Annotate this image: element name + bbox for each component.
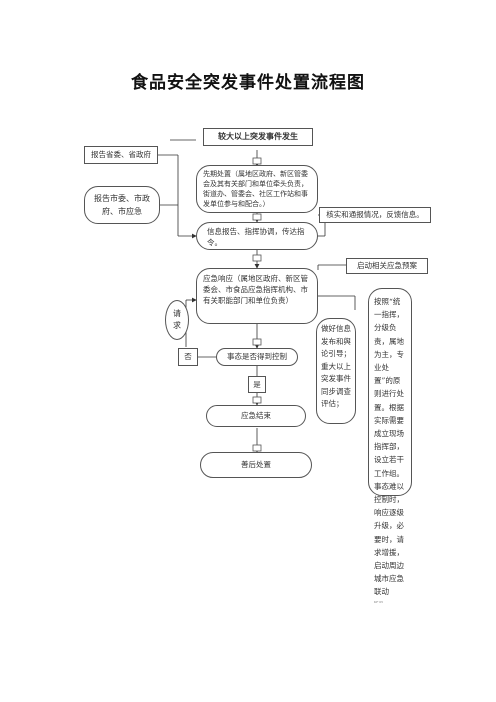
no-label: 否 <box>184 352 192 361</box>
report-province-label: 报告省委、省政府 <box>91 150 151 159</box>
end-box: 应急结束 <box>206 405 306 427</box>
start-plan-label: 启动相关应急预案 <box>357 261 417 270</box>
principle-box: 按照“统一指挥，分级负责，属地为主，专业处置”的原则进行处置。根据实际需要成立现… <box>368 288 412 604</box>
info-report-label: 信息报告、指挥协调，传达指令。 <box>207 227 305 247</box>
first-response-box: 先期处置（属地区政府、新区管委会及其有关部门和单位牵头负责，街道办、管委会、社区… <box>196 165 318 213</box>
report-city-box: 报告市委、市政府、市应急 <box>84 186 160 224</box>
emergency-response-label: 应急响应（属地区政府、新区管委会、市食品应急指挥机构、市有关职能部门和单位负责） <box>203 274 308 305</box>
aftermath-box: 善后处置 <box>200 452 312 478</box>
end-label: 应急结束 <box>241 411 271 420</box>
principle-label: 按照“统一指挥，分级负责，属地为主，专业处置”的原则进行处置。根据实际需要成立现… <box>374 297 404 597</box>
emergency-response-box: 应急响应（属地区政府、新区管委会、市食品应急指挥机构、市有关职能部门和单位负责） <box>196 268 318 324</box>
start-plan-box: 启动相关应急预案 <box>346 258 428 274</box>
yes-label: 是 <box>253 379 261 389</box>
event-box: 较大以上突发事件发生 <box>203 128 313 146</box>
first-response-label: 先期处置（属地区政府、新区管委会及其有关部门和单位牵头负责，街道办、管委会、社区… <box>203 170 308 208</box>
yes-box: 是 <box>248 376 266 393</box>
no-box: 否 <box>178 348 198 366</box>
request-oval: 请求 <box>165 300 189 340</box>
footnote: KF 05 <box>374 599 384 604</box>
event-label: 较大以上突发事件发生 <box>218 132 298 141</box>
verify-box: 核实和通报情况，反馈信息。 <box>319 207 431 223</box>
report-city-label: 报告市委、市政府、市应急 <box>94 194 150 216</box>
controlled-box: 事态是否得到控制 <box>216 348 298 366</box>
request-label: 请求 <box>173 309 181 330</box>
page-title: 食品安全突发事件处置流程图 <box>131 73 365 93</box>
aftermath-label: 善后处置 <box>241 460 271 469</box>
guidance-label: 做好信息发布和舆论引导；重大以上突发事件同步调查评估； <box>321 324 351 408</box>
guidance-box: 做好信息发布和舆论引导；重大以上突发事件同步调查评估； <box>316 318 356 424</box>
verify-label: 核实和通报情况，反馈信息。 <box>326 210 424 219</box>
info-report-box: 信息报告、指挥协调，传达指令。 <box>196 222 318 250</box>
report-province-box: 报告省委、省政府 <box>84 146 158 164</box>
controlled-label: 事态是否得到控制 <box>227 352 287 361</box>
